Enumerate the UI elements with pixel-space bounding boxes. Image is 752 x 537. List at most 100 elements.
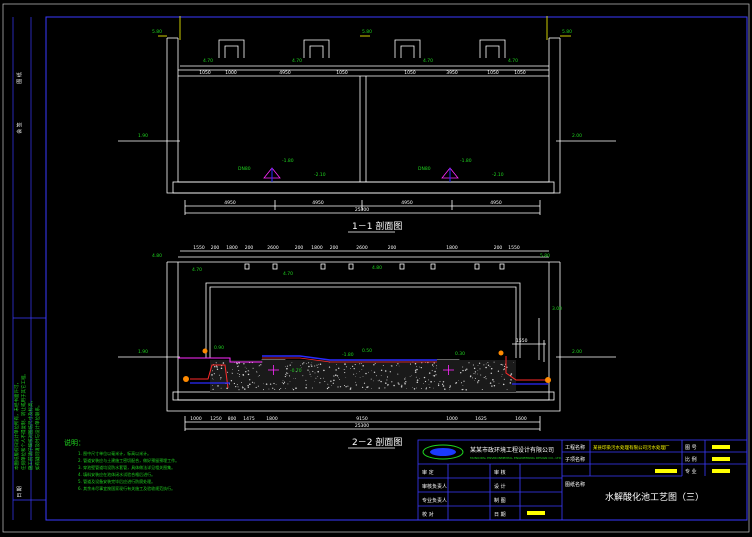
gravel-dot bbox=[477, 373, 478, 375]
gravel-dot bbox=[386, 376, 389, 378]
gravel-dot bbox=[431, 364, 434, 366]
gravel-dot bbox=[239, 374, 241, 375]
gravel-dot bbox=[425, 387, 428, 389]
gravel-dot bbox=[403, 382, 405, 384]
gravel-dot bbox=[338, 377, 339, 379]
gravel-dot bbox=[289, 380, 291, 382]
gravel-dot bbox=[442, 385, 445, 387]
gravel-dot bbox=[258, 365, 260, 367]
gravel-dot bbox=[211, 377, 213, 379]
gravel-dot bbox=[460, 372, 462, 374]
gravel-dot bbox=[384, 387, 386, 389]
title-block bbox=[417, 439, 748, 521]
gravel-dot bbox=[311, 365, 313, 367]
s1-bottom-dim-2: 4950 bbox=[312, 200, 324, 206]
gravel-dot bbox=[335, 374, 337, 376]
notes-line-5: 5. 管道及设备安装完毕后应进行防腐处理。 bbox=[78, 478, 155, 484]
gravel-dot bbox=[425, 388, 427, 390]
gravel-dot bbox=[287, 372, 289, 374]
s2-level-4: 4.80 bbox=[372, 265, 382, 271]
gravel-dot bbox=[463, 380, 465, 382]
gravel-dot bbox=[429, 386, 431, 388]
gravel-dot bbox=[292, 388, 295, 391]
s1-title: 1－1 剖面图 bbox=[352, 220, 402, 232]
gravel-dot bbox=[345, 377, 347, 378]
drawing-label: 图纸名称 bbox=[565, 481, 585, 488]
valve-left bbox=[202, 348, 208, 354]
gravel-dot bbox=[483, 364, 485, 366]
gravel-dot bbox=[503, 378, 505, 380]
s2-bottom-dim-6: 9150 bbox=[356, 416, 368, 422]
tb-row-1: 审 定 bbox=[422, 469, 434, 476]
gravel-dot bbox=[405, 381, 407, 383]
gravel-dot bbox=[265, 383, 268, 385]
gravel-dot bbox=[449, 385, 451, 387]
gravel-dot bbox=[312, 370, 314, 372]
s2-level-10: 0.30 bbox=[455, 351, 465, 357]
gravel-dot bbox=[319, 363, 322, 365]
gravel-dot bbox=[398, 383, 400, 385]
gravel-dot bbox=[237, 373, 238, 375]
gravel-dot bbox=[278, 389, 281, 391]
gravel-dot bbox=[314, 381, 316, 382]
gravel-dot bbox=[275, 384, 277, 385]
s2-level-12: 2.00 bbox=[572, 349, 582, 355]
tb-row2-4: 日 期 bbox=[494, 512, 506, 518]
gravel-dot bbox=[337, 386, 339, 388]
gravel-dot bbox=[242, 386, 244, 387]
gravel-dot bbox=[244, 366, 246, 368]
gravel-dot bbox=[461, 388, 463, 391]
s1-top-dim-2: 1000 bbox=[225, 70, 237, 76]
s2-level-7: -1.80 bbox=[342, 352, 354, 358]
gravel-dot bbox=[213, 373, 215, 375]
notes-line-4: 4. 填料安装应在池体闭水试验合格后进行。 bbox=[78, 471, 155, 477]
gravel-dot bbox=[489, 382, 492, 384]
gravel-dot bbox=[220, 387, 222, 389]
gravel-dot bbox=[317, 367, 319, 368]
gravel-dot bbox=[295, 387, 297, 389]
gravel-dot bbox=[503, 368, 506, 370]
gravel-dot bbox=[338, 367, 340, 369]
gravel-dot bbox=[293, 378, 295, 379]
pipe-red-top bbox=[262, 357, 437, 363]
tb-row2-1: 审 核 bbox=[494, 469, 506, 476]
gravel-dot bbox=[433, 362, 435, 364]
gravel-dot bbox=[370, 378, 372, 380]
s2-bottom-dim-9: 1600 bbox=[515, 416, 527, 422]
s1-level-3: 4.70 bbox=[292, 58, 302, 64]
s1-level-7: 5.80 bbox=[562, 29, 572, 35]
s2-bottom-dim-1: 1000 bbox=[190, 416, 202, 422]
gravel-dot bbox=[469, 376, 471, 378]
gravel-dot bbox=[478, 379, 480, 382]
gravel-dot bbox=[255, 386, 257, 389]
gravel-dot bbox=[247, 373, 250, 376]
gravel-dot bbox=[391, 381, 393, 383]
gravel-dot bbox=[480, 374, 482, 376]
s2-level-13: 3.00 bbox=[552, 306, 562, 312]
gravel-dot bbox=[432, 375, 434, 377]
gravel-dot bbox=[238, 376, 240, 377]
gravel-dot bbox=[458, 380, 459, 382]
s2-level-1: 4.80 bbox=[152, 253, 162, 259]
gravel-dot bbox=[502, 369, 504, 371]
gravel-dot bbox=[345, 366, 347, 368]
flange-right bbox=[545, 377, 551, 383]
gravel-dot bbox=[479, 368, 481, 370]
gravel-dot bbox=[477, 370, 479, 371]
gravel-dot bbox=[423, 383, 425, 384]
s1-level-6: 4.70 bbox=[508, 58, 518, 64]
notes-line-2: 2. 管道安装应与土建施工密切配合，做好预留预埋工作。 bbox=[78, 457, 179, 463]
gravel-dot bbox=[396, 364, 397, 366]
gravel-dot bbox=[217, 385, 219, 387]
gravel-dot bbox=[287, 383, 289, 385]
gravel-dot bbox=[355, 375, 356, 377]
gravel-dot bbox=[397, 382, 399, 384]
gravel-dot bbox=[416, 381, 419, 383]
gravel-dot bbox=[400, 386, 403, 388]
tb-row-4: 校 对 bbox=[422, 511, 434, 518]
gravel-dot bbox=[350, 387, 352, 389]
s1-level-12: -1.80 bbox=[460, 158, 472, 164]
gravel-dot bbox=[235, 386, 237, 388]
gravel-dot bbox=[373, 364, 375, 366]
